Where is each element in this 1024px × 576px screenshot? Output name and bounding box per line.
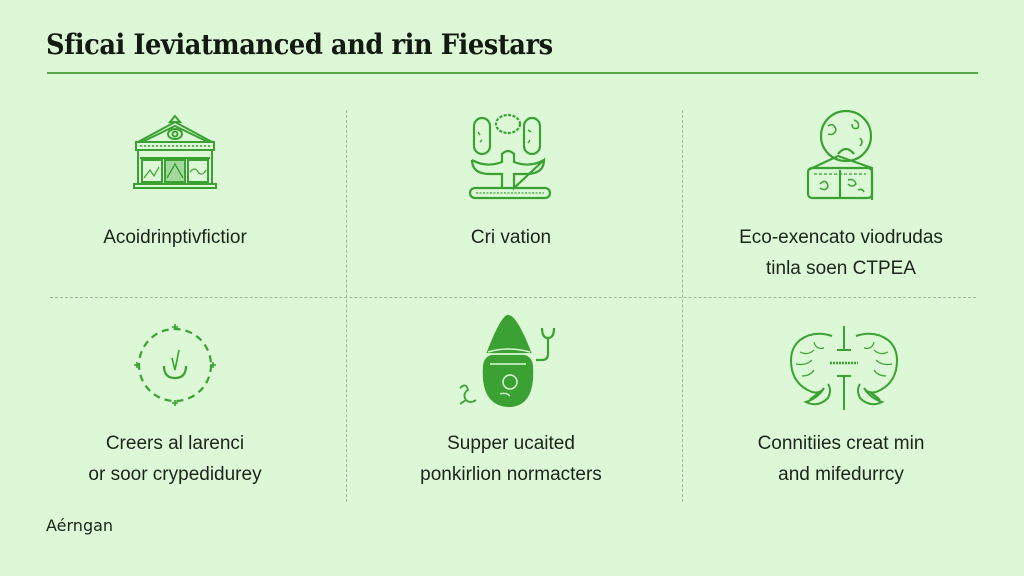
column-divider-1 xyxy=(346,110,347,502)
feature-cell: Connitiies creat min and mifedurrcy xyxy=(706,310,976,500)
feature-cell: Eco-exencato viodrudas tinla soen CTPEA xyxy=(706,100,976,290)
feature-cell: Supper ucaited ponkirlion normacters xyxy=(376,310,646,500)
feature-label: Cri vation xyxy=(470,227,552,248)
acorn-stethoscope-icon xyxy=(459,314,556,408)
feature-label: Creers al larenci or soor crypedidurey xyxy=(88,433,262,485)
pavilion-building-icon xyxy=(133,114,217,189)
feature-cell: Creers al larenci or soor crypedidurey xyxy=(40,310,310,500)
dashed-circle-sprout-icon xyxy=(134,324,216,406)
row-divider xyxy=(50,297,976,298)
feature-cell: Acoidrinptivfictior xyxy=(40,100,310,290)
column-divider-2 xyxy=(682,110,683,502)
feature-label: Eco-exencato viodrudas tinla soen CTPEA xyxy=(739,227,943,279)
brain-hemispheres-icon xyxy=(790,326,898,410)
feature-label: Acoidrinptivfictior xyxy=(103,227,247,248)
footer-brand: Aérngan xyxy=(46,516,114,535)
plant-tree-icon xyxy=(468,113,552,200)
globe-house-icon xyxy=(806,109,874,200)
feature-label: Supper ucaited ponkirlion normacters xyxy=(420,433,602,485)
feature-label: Connitiies creat min and mifedurrcy xyxy=(757,433,925,485)
feature-cell: Cri vation xyxy=(376,100,646,290)
page-title: Sficai Ieviatmanced and rin Fiestars xyxy=(46,28,553,61)
title-underline xyxy=(47,72,978,74)
